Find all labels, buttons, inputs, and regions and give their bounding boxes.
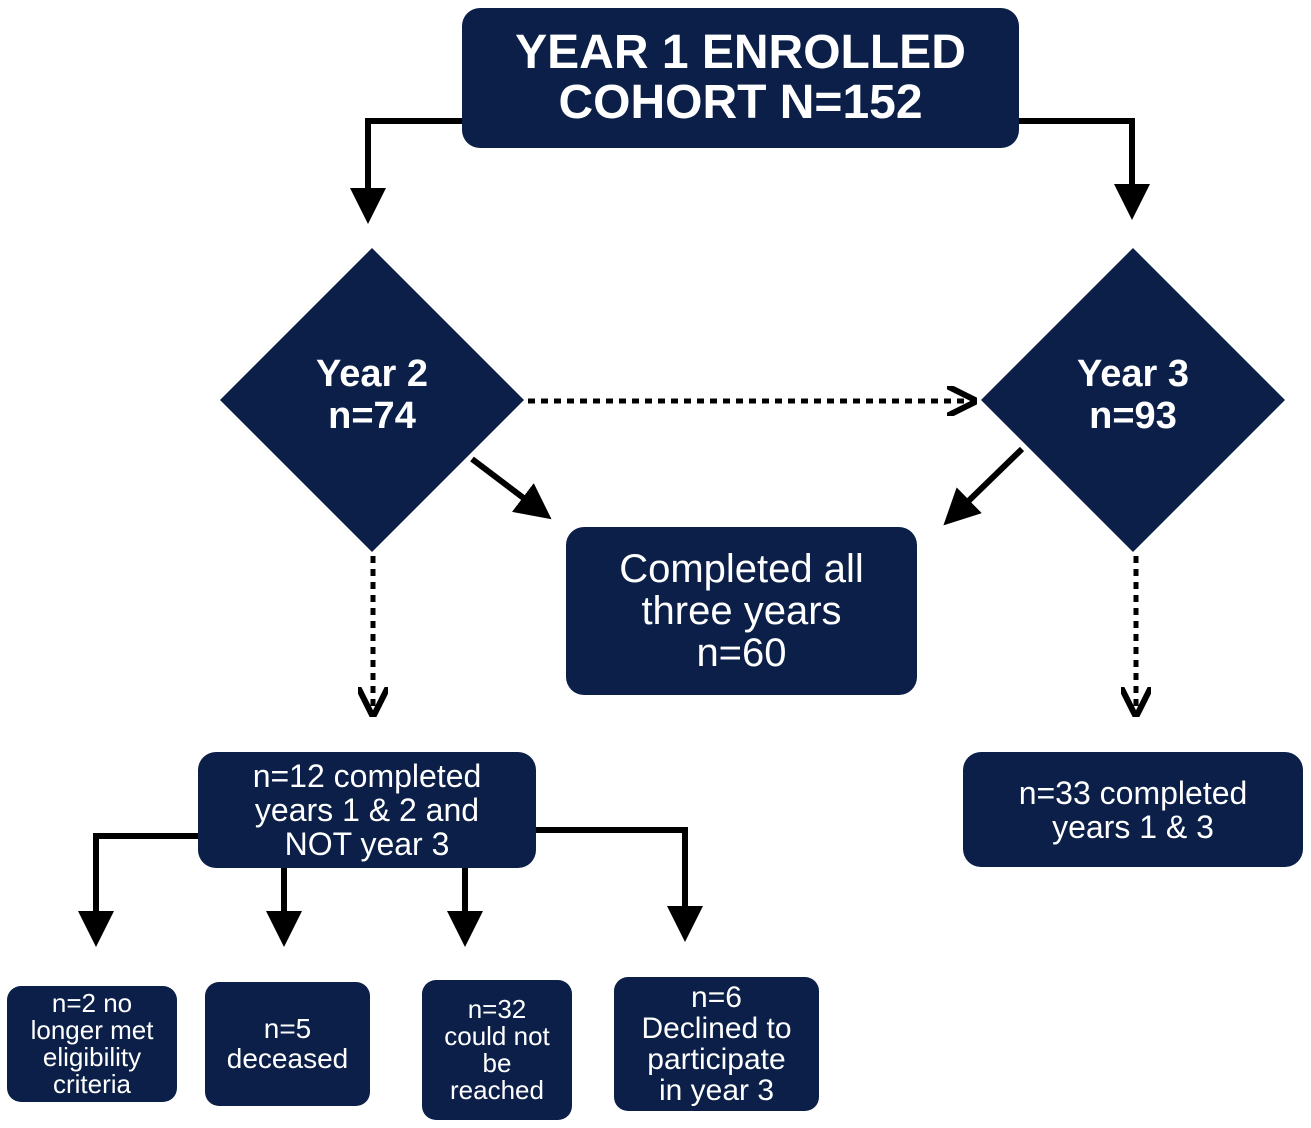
enrolled-cohort-box: YEAR 1 ENROLLED COHORT N=152: [462, 8, 1019, 148]
n5-line-2: deceased: [226, 1043, 349, 1074]
year2-diamond: [220, 248, 524, 552]
year3-line-2: n=93: [1089, 395, 1177, 437]
n32-line-4: reached: [450, 1075, 544, 1105]
n2-line-2: longer met: [30, 1015, 154, 1045]
arrow-n12-to-n2: [78, 833, 200, 947]
arrow-enrolled-to-year3: [1019, 118, 1150, 220]
n32-line-2: could not: [444, 1021, 550, 1051]
year2-label: Year 2 n=74: [272, 350, 472, 440]
arrow-n12-to-n6: [536, 827, 703, 942]
n6-line-3: participate: [647, 1043, 786, 1076]
arrow-year2-to-completed: [470, 456, 552, 520]
arrow-year3-to-completed: [943, 446, 1025, 526]
n2-line-4: criteria: [52, 1069, 131, 1099]
year2-line-1: Year 2: [316, 353, 428, 395]
year2-line-2: n=74: [328, 395, 416, 437]
n32-box: n=32 could not be reached: [422, 980, 572, 1120]
n32-line-1: n=32: [467, 994, 527, 1024]
completed-all-line-1: Completed all: [619, 547, 864, 591]
n33-line-1: n=33 completed: [1018, 774, 1248, 811]
enrolled-line-1: YEAR 1 ENROLLED: [515, 26, 966, 79]
enrolled-line-2: COHORT N=152: [558, 76, 923, 129]
n33-line-2: years 1 & 3: [1052, 808, 1214, 845]
n2-line-1: n=2 no: [51, 988, 133, 1018]
n5-line-1: n=5: [263, 1013, 312, 1044]
n2-line-3: eligibility: [42, 1042, 142, 1072]
n6-box: n=6 Declined to participate in year 3: [614, 977, 819, 1111]
n12-line-1: n=12 completed: [252, 758, 482, 794]
completed-all-years-box: Completed all three years n=60: [566, 527, 917, 695]
n6-line-4: in year 3: [658, 1074, 775, 1107]
n6-line-1: n=6: [691, 981, 742, 1014]
n12-box: n=12 completed years 1 & 2 and NOT year …: [198, 752, 536, 868]
completed-all-line-3: n=60: [696, 631, 787, 675]
n12-line-3: NOT year 3: [284, 826, 450, 862]
n6-line-2: Declined to: [641, 1012, 792, 1045]
completed-all-line-2: three years: [641, 589, 842, 633]
arrow-enrolled-to-year2: [350, 118, 464, 224]
n33-box: n=33 completed years 1 & 3: [963, 752, 1303, 867]
year3-line-1: Year 3: [1077, 353, 1189, 395]
year3-diamond: [981, 248, 1285, 552]
n12-line-2: years 1 & 2 and: [254, 792, 480, 828]
year3-label: Year 3 n=93: [1033, 350, 1233, 440]
n32-line-3: be: [482, 1048, 512, 1078]
n5-box: n=5 deceased: [205, 982, 370, 1106]
n2-box: n=2 no longer met eligibility criteria: [7, 986, 177, 1102]
